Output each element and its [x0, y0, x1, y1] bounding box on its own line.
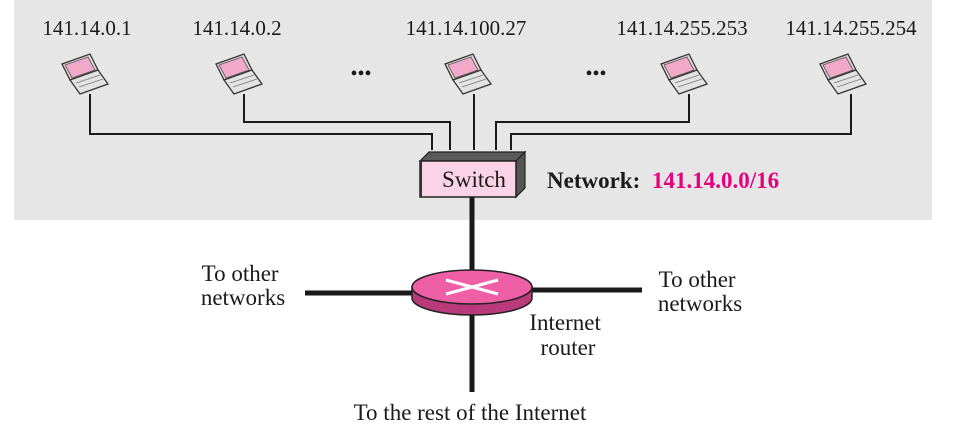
router-icon: [411, 269, 533, 316]
host-cable: [89, 94, 433, 150]
host-ip-label: 141.14.0.2: [192, 16, 281, 40]
network-label: Network: 141.14.0.0/16: [547, 168, 779, 193]
right-link-line2: networks: [658, 291, 742, 316]
ellipsis: •••: [585, 63, 606, 85]
left-link-label: To other networks: [201, 261, 285, 310]
switch: [418, 150, 527, 199]
switch-label: Switch: [442, 167, 506, 192]
bottom-link-label: To the rest of the Internet: [354, 400, 587, 425]
ellipsis: •••: [350, 63, 371, 85]
host-ip-label: 141.14.100.27: [406, 16, 527, 40]
right-link-label: To other networks: [658, 267, 742, 316]
router-label: Internet router: [529, 310, 606, 360]
network-prefix: 141.14.0.0/16: [652, 168, 779, 193]
right-link-line1: To other: [659, 267, 736, 292]
host-ip-label: 141.14.0.1: [42, 16, 131, 40]
host-cable: [243, 94, 451, 150]
host-ip-label: 141.14.255.254: [785, 16, 917, 40]
router-label-line2: router: [541, 335, 596, 360]
left-link-line2: networks: [201, 285, 285, 310]
host-ip-label: 141.14.255.253: [616, 16, 747, 40]
network-label-title: Network:: [547, 168, 640, 193]
host-cable: [495, 94, 690, 150]
host-cable: [510, 94, 852, 150]
left-link-line1: To other: [202, 261, 279, 286]
router-label-line1: Internet: [529, 310, 601, 335]
